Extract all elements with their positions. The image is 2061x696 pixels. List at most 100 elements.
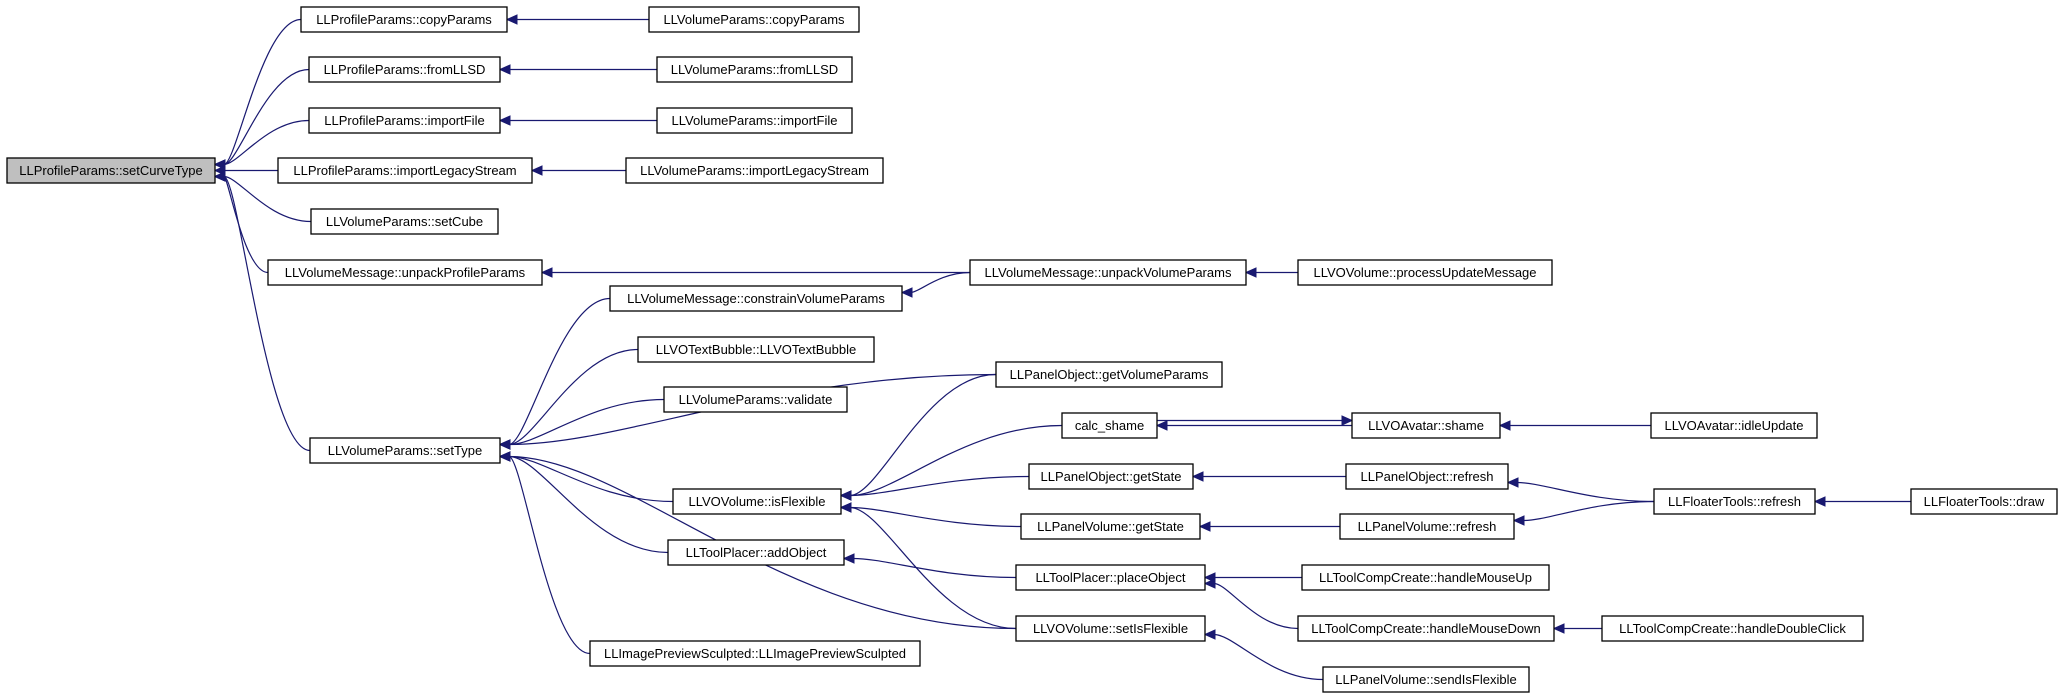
function-node-pp-copy[interactable]: LLProfileParams::copyParams bbox=[300, 6, 508, 33]
function-node-tcc-mousedown[interactable]: LLToolCompCreate::handleMouseDown bbox=[1297, 615, 1555, 642]
function-node-po-refresh[interactable]: LLPanelObject::refresh bbox=[1345, 463, 1509, 490]
function-node-vp-fromllsd[interactable]: LLVolumeParams::fromLLSD bbox=[656, 56, 853, 83]
function-node-pp-import[interactable]: LLProfileParams::importFile bbox=[308, 107, 501, 134]
function-node-vp-import[interactable]: LLVolumeParams::importFile bbox=[656, 107, 853, 134]
node-label: LLFloaterTools::draw bbox=[1924, 494, 2045, 509]
function-node-pv-getstate[interactable]: LLPanelVolume::getState bbox=[1020, 513, 1201, 540]
node-label: LLToolCompCreate::handleMouseDown bbox=[1311, 621, 1541, 636]
edge-arrowhead bbox=[498, 451, 511, 462]
function-node-pv-refresh[interactable]: LLPanelVolume::refresh bbox=[1339, 513, 1515, 540]
node-box bbox=[309, 437, 501, 464]
call-edge-vov-isflexible-to-vp-settype bbox=[498, 451, 674, 503]
node-box bbox=[1351, 412, 1501, 439]
node-label: LLProfileParams::importFile bbox=[324, 113, 484, 128]
edge-arrowhead bbox=[213, 171, 226, 182]
node-label: LLVolumeParams::importFile bbox=[672, 113, 838, 128]
function-node-vov-isflexible[interactable]: LLVOVolume::isFlexible bbox=[672, 488, 842, 515]
node-box bbox=[1015, 615, 1206, 642]
function-node-pp-fromllsd[interactable]: LLProfileParams::fromLLSD bbox=[308, 56, 501, 83]
node-label: LLToolCompCreate::handleMouseUp bbox=[1319, 570, 1532, 585]
edge-arrowhead bbox=[1813, 496, 1826, 507]
edge-arrowhead bbox=[1198, 521, 1211, 532]
node-label: LLPanelVolume::refresh bbox=[1358, 519, 1497, 534]
function-node-ft-draw[interactable]: LLFloaterTools::draw bbox=[1910, 488, 2058, 515]
root-function-node[interactable]: LLProfileParams::setCurveType bbox=[6, 157, 216, 184]
edge-line bbox=[508, 455, 674, 503]
edge-arrowhead bbox=[498, 115, 511, 126]
node-box bbox=[308, 56, 501, 83]
function-node-voa-idle[interactable]: LLVOAvatar::idleUpdate bbox=[1650, 412, 1818, 439]
node-box bbox=[1339, 513, 1515, 540]
function-node-tp-addobject[interactable]: LLToolPlacer::addObject bbox=[667, 539, 845, 566]
function-node-voa-shame[interactable]: LLVOAvatar::shame bbox=[1351, 412, 1501, 439]
function-node-vp-copy[interactable]: LLVolumeParams::copyParams bbox=[648, 6, 860, 33]
call-edge-votb-to-vp-settype bbox=[498, 348, 639, 450]
edge-line bbox=[223, 18, 302, 166]
edge-line bbox=[910, 271, 971, 294]
call-edge-pv-refresh-to-pv-getstate bbox=[1198, 521, 1340, 532]
call-edge-pp-fromllsd-to-root bbox=[213, 68, 310, 170]
edge-line bbox=[1522, 500, 1655, 522]
node-box bbox=[1301, 564, 1550, 591]
node-box bbox=[277, 157, 533, 184]
node-box bbox=[1020, 513, 1201, 540]
function-node-vm-unpackprofile[interactable]: LLVolumeMessage::unpackProfileParams bbox=[267, 259, 543, 286]
function-node-vov-setisflexible[interactable]: LLVOVolume::setIsFlexible bbox=[1015, 615, 1206, 642]
node-label: LLToolPlacer::placeObject bbox=[1035, 570, 1185, 585]
edge-line bbox=[849, 475, 1030, 497]
call-edge-vp-fromllsd-to-pp-fromllsd bbox=[498, 64, 657, 75]
node-box bbox=[625, 157, 884, 184]
function-node-calc-shame[interactable]: calc_shame bbox=[1061, 412, 1158, 439]
edge-line bbox=[223, 119, 310, 166]
function-node-vm-unpackvolume[interactable]: LLVolumeMessage::unpackVolumeParams bbox=[969, 259, 1247, 286]
call-edge-calc-shame-to-voa-shame bbox=[1156, 415, 1354, 426]
node-box bbox=[1601, 615, 1864, 642]
call-edge-ft-refresh-to-po-refresh bbox=[1506, 477, 1655, 503]
node-label: LLVOVolume::processUpdateMessage bbox=[1313, 265, 1536, 280]
edge-arrowhead bbox=[842, 553, 855, 564]
call-edge-vp-legacy-to-pp-legacy bbox=[530, 165, 627, 176]
call-edge-vov-setisflexible-to-vov-isflexible bbox=[839, 502, 1017, 630]
node-label: LLProfileParams::fromLLSD bbox=[324, 62, 486, 77]
edge-arrowhead bbox=[530, 165, 543, 176]
function-node-po-getvolparams[interactable]: LLPanelObject::getVolumeParams bbox=[995, 361, 1223, 388]
function-node-tcc-dblclick[interactable]: LLToolCompCreate::handleDoubleClick bbox=[1601, 615, 1864, 642]
call-edge-po-getvolparams-to-vov-isflexible bbox=[839, 373, 997, 501]
edge-arrowhead bbox=[1191, 471, 1204, 482]
function-node-tp-placeobject[interactable]: LLToolPlacer::placeObject bbox=[1015, 564, 1206, 591]
edge-line bbox=[849, 506, 1022, 528]
function-node-ipsc[interactable]: LLImagePreviewSculpted::LLImagePreviewSc… bbox=[589, 640, 921, 667]
function-node-vp-settype[interactable]: LLVolumeParams::setType bbox=[309, 437, 501, 464]
function-node-ft-refresh[interactable]: LLFloaterTools::refresh bbox=[1653, 488, 1816, 515]
function-node-vm-constrain[interactable]: LLVolumeMessage::constrainVolumeParams bbox=[609, 285, 903, 312]
function-node-po-getstate[interactable]: LLPanelObject::getState bbox=[1028, 463, 1194, 490]
function-node-vp-validate[interactable]: LLVolumeParams::validate bbox=[663, 386, 848, 413]
function-node-pp-legacy[interactable]: LLProfileParams::importLegacyStream bbox=[277, 157, 533, 184]
call-edge-vov-processupdate-to-vm-unpackvolume bbox=[1244, 267, 1299, 278]
edge-line bbox=[852, 557, 1017, 579]
function-node-vp-legacy[interactable]: LLVolumeParams::importLegacyStream bbox=[625, 157, 884, 184]
node-box bbox=[648, 6, 860, 33]
call-edge-ipsc-to-vp-settype bbox=[498, 451, 591, 655]
function-node-pv-sendisflexible[interactable]: LLPanelVolume::sendIsFlexible bbox=[1322, 666, 1530, 693]
edge-arrowhead bbox=[1341, 415, 1354, 426]
edge-arrowhead bbox=[900, 287, 913, 298]
call-edge-ft-draw-to-ft-refresh bbox=[1813, 496, 1911, 507]
edge-arrowhead bbox=[1506, 477, 1519, 488]
call-edge-vp-import-to-pp-import bbox=[498, 115, 657, 126]
node-label: LLPanelVolume::getState bbox=[1037, 519, 1184, 534]
function-node-votb[interactable]: LLVOTextBubble::LLVOTextBubble bbox=[637, 336, 875, 363]
node-box bbox=[310, 208, 499, 235]
node-box bbox=[667, 539, 845, 566]
edge-line bbox=[508, 348, 639, 446]
node-box bbox=[267, 259, 543, 286]
function-node-tcc-mouseup[interactable]: LLToolCompCreate::handleMouseUp bbox=[1301, 564, 1550, 591]
node-box bbox=[1322, 666, 1530, 693]
edge-arrowhead bbox=[1203, 629, 1216, 640]
node-box bbox=[1345, 463, 1509, 490]
node-label: LLPanelObject::getState bbox=[1041, 469, 1182, 484]
function-node-vov-processupdate[interactable]: LLVOVolume::processUpdateMessage bbox=[1297, 259, 1553, 286]
call-edge-vm-unpackvolume-to-vm-constrain bbox=[900, 271, 971, 298]
function-node-vp-setcube[interactable]: LLVolumeParams::setCube bbox=[310, 208, 499, 235]
